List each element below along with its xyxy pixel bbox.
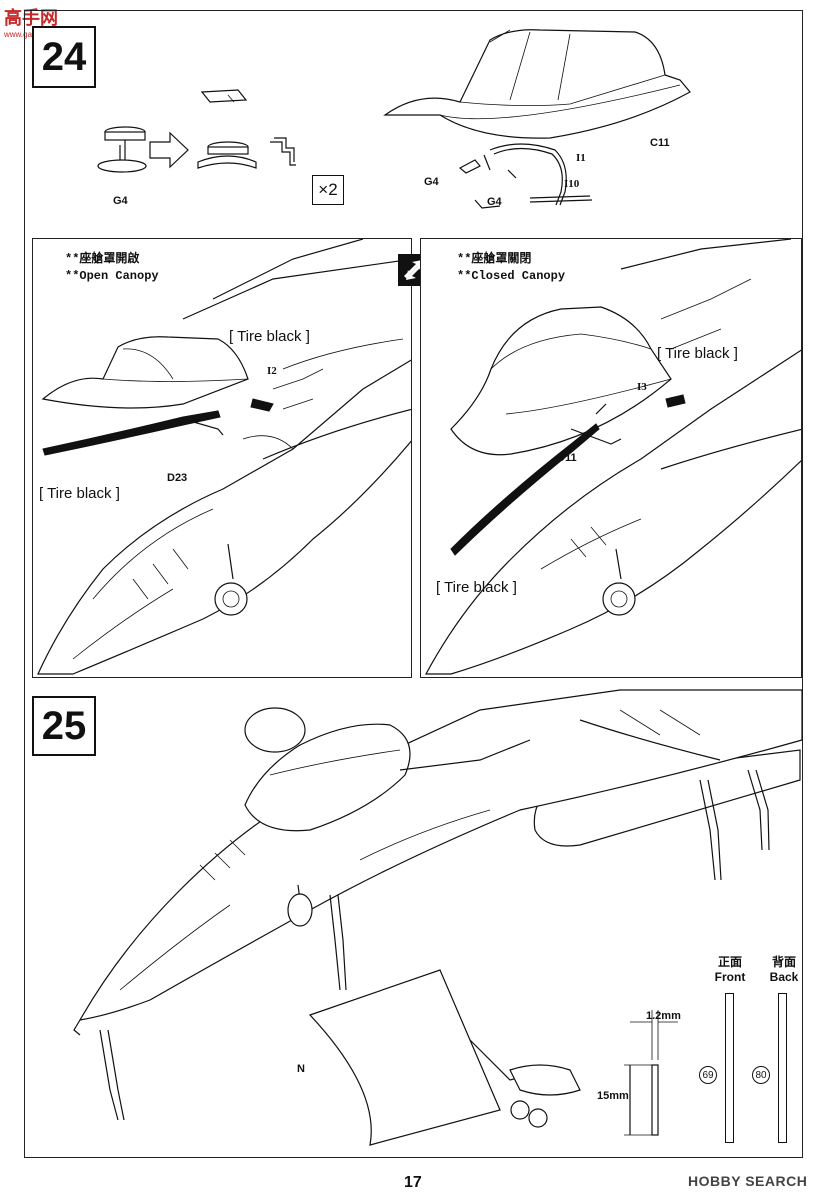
front-label-en: Front <box>714 970 746 984</box>
open-canopy-note-en: **Open Canopy <box>65 269 159 283</box>
decal-number-back: 80 <box>752 1066 770 1084</box>
closed-tire-black-callout-top: [ Tire black ] <box>657 345 738 362</box>
dimension-height-label: 15mm <box>597 1090 629 1102</box>
panel-closed-canopy: **座艙罩關閉 **Closed Canopy [ Tire black ] I… <box>420 238 802 678</box>
dimension-drawing <box>624 1010 678 1136</box>
part-d23-label: D23 <box>167 472 188 484</box>
decal-back-header: 背面 Back <box>760 955 808 985</box>
open-canopy-note-cn: **座艙罩開啟 <box>65 252 140 266</box>
open-canopy-drawing <box>37 239 411 675</box>
closed-tire-black-callout-bottom: [ Tire black ] <box>436 579 517 596</box>
back-label-en: Back <box>769 970 799 984</box>
closed-canopy-drawing <box>424 239 801 675</box>
closed-canopy-note-cn: **座艙罩關閉 <box>457 252 532 266</box>
part-g4-label-b: G4 <box>424 176 439 188</box>
part-i2-label: I2 <box>267 365 277 377</box>
part-g4-label-a: G4 <box>113 195 128 207</box>
part-g4-label-c: G4 <box>487 196 502 208</box>
g4-subassembly-drawing <box>97 89 296 173</box>
watermark-hobby-search: HOBBY SEARCH <box>688 1173 808 1189</box>
front-label-cn: 正面 <box>717 955 742 969</box>
step-24-number: 24 <box>32 26 96 88</box>
part-i3-label: I3 <box>637 381 647 393</box>
back-label-cn: 背面 <box>771 955 796 969</box>
dimension-width-label: 1.2mm <box>646 1010 681 1022</box>
open-tire-black-callout-top: [ Tire black ] <box>229 328 310 345</box>
closed-canopy-note-en: **Closed Canopy <box>457 269 566 283</box>
decal-strip-back <box>778 993 787 1143</box>
watermark-title: 高手网 <box>4 8 58 28</box>
decal-strip-front <box>725 993 734 1143</box>
part-d11-label: D11 <box>557 452 577 464</box>
part-i1-label: I1 <box>576 152 586 164</box>
part-n-label: N <box>297 1063 305 1075</box>
page-frame <box>24 10 803 1158</box>
decal-number-front: 69 <box>699 1066 717 1084</box>
step-25-aircraft-drawing <box>73 689 803 1146</box>
step-25-number: 25 <box>32 696 96 756</box>
panel-open-canopy: **座艙罩開啟 **Open Canopy [ Tire black ] I2 … <box>32 238 412 678</box>
canopy-c11-drawing <box>383 29 691 209</box>
quantity-badge: ×2 <box>312 175 344 205</box>
part-c11-label: C11 <box>650 137 670 149</box>
decal-front-header: 正面 Front <box>706 955 754 985</box>
part-i10-label: I10 <box>564 178 580 190</box>
page-number: 17 <box>404 1174 422 1191</box>
open-tire-black-callout-bottom: [ Tire black ] <box>39 485 120 502</box>
